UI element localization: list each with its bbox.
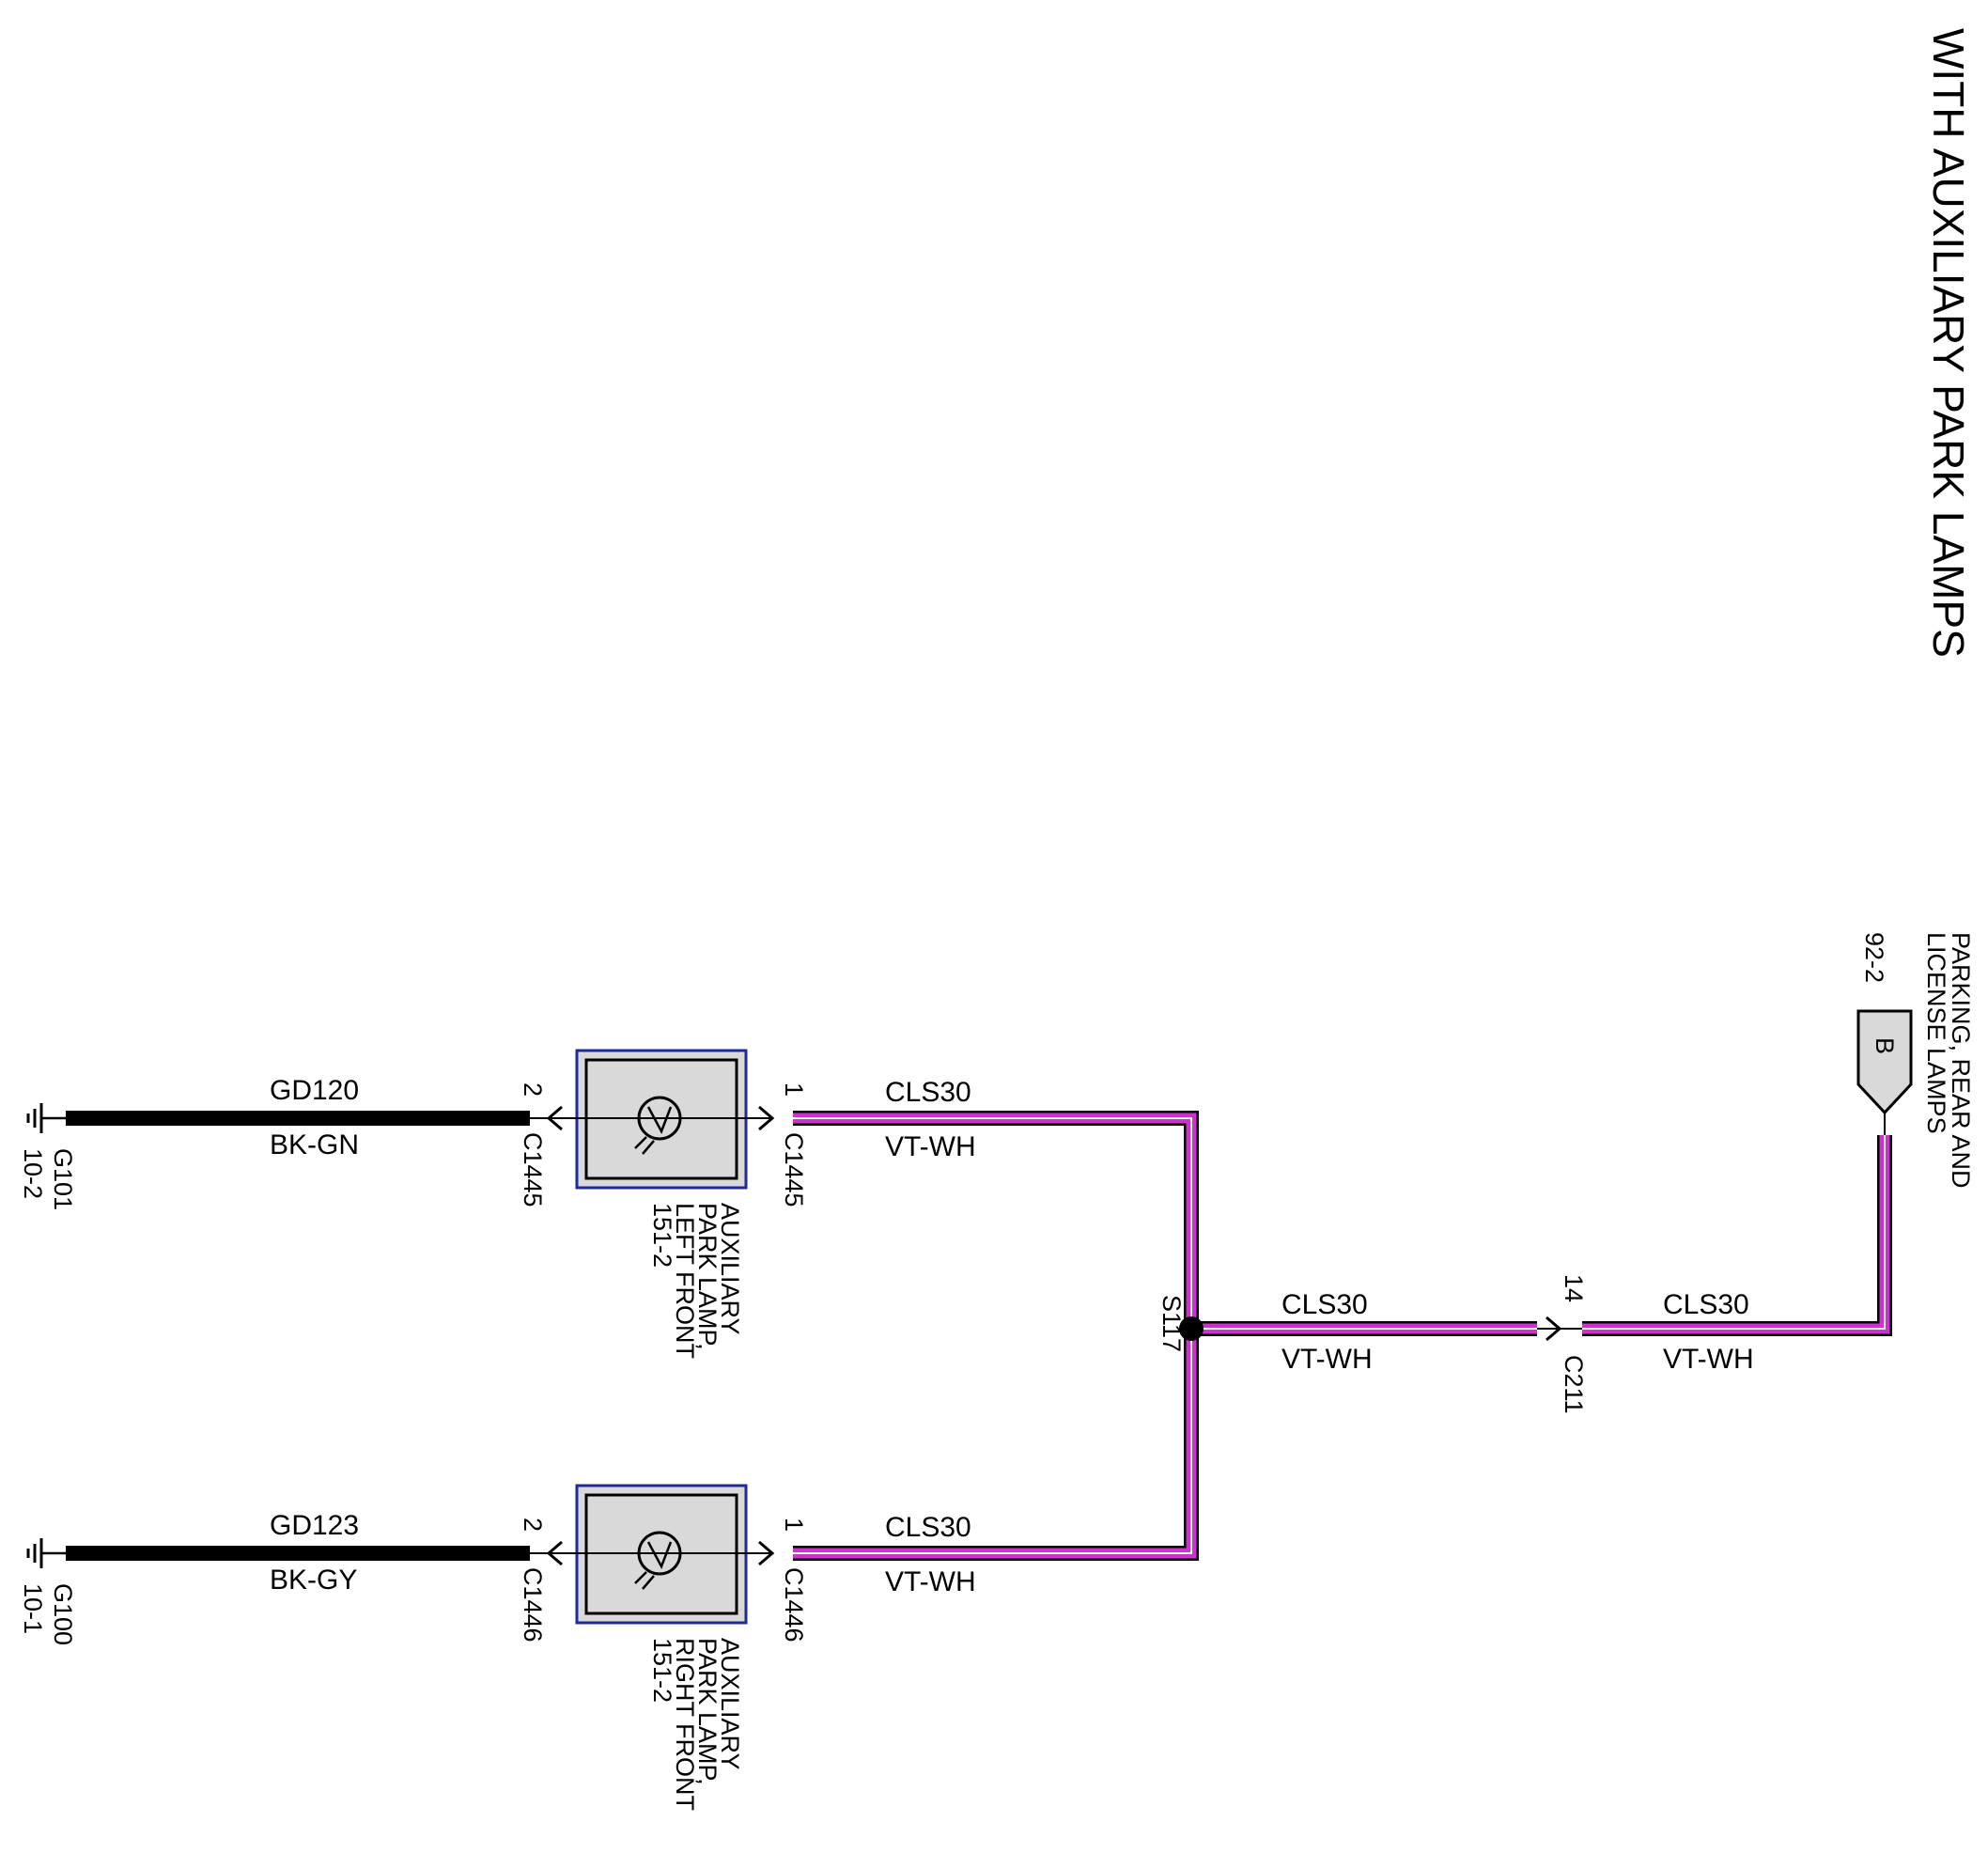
lamp-component <box>530 1484 770 1625</box>
trunk-connector: C211 <box>1560 1355 1588 1414</box>
lamp-pin-feed: 1 <box>780 1082 808 1097</box>
wire-color-label: BK-GN <box>270 1129 359 1160</box>
trunk-right-color: VT-WH <box>1663 1344 1754 1375</box>
wire-circuit-label: GD123 <box>270 1510 359 1541</box>
diagram-title: WITH AUXILIARY PARK LAMPS <box>1924 28 1973 658</box>
feed-wire <box>793 1334 1199 1561</box>
connector-arrow-icon <box>758 1540 775 1566</box>
lamp-bulb-icon <box>634 1531 682 1590</box>
source-tag-letter: B <box>1871 1037 1899 1054</box>
source-label-line-1: PARKING, REAR AND <box>1947 932 1975 1189</box>
ground-symbol-icon <box>26 1103 66 1133</box>
lamp-label-line-4: 151-2 <box>648 1638 676 1703</box>
lamp-label-line-3: LEFT FRONT <box>671 1203 699 1359</box>
lamp-pin-ground: 2 <box>519 1518 547 1532</box>
feed-color-label: VT-WH <box>885 1566 976 1597</box>
lamp-connector-ground: C1445 <box>519 1132 547 1207</box>
trunk-left-color: VT-WH <box>1281 1344 1373 1375</box>
source-label-line-2: LICENSE LAMPS <box>1922 932 1950 1134</box>
wire-color-label: BK-GY <box>270 1565 357 1596</box>
trunk-right-circuit: CLS30 <box>1663 1289 1749 1320</box>
lamp-pin-feed: 1 <box>780 1518 808 1532</box>
source-tag <box>1856 1009 1913 1115</box>
lamp-bulb-icon <box>634 1096 682 1155</box>
lamp-connector-feed: C1445 <box>780 1132 808 1207</box>
lamp-label-line-2: PARK LAMP, <box>693 1203 722 1350</box>
feed-wire <box>793 1111 1199 1323</box>
ground-wire <box>66 1546 530 1561</box>
trunk-connector-pin: 14 <box>1560 1274 1588 1302</box>
splice-node <box>1179 1316 1204 1341</box>
ground-symbol-icon <box>26 1538 66 1568</box>
lamp-label-line-2: PARK LAMP, <box>693 1638 722 1785</box>
lamp-label-line-4: 151-2 <box>648 1203 676 1268</box>
lamp-label-line-3: RIGHT FRONT <box>671 1638 699 1811</box>
lamp-component <box>530 1049 770 1190</box>
splice-name: S117 <box>1157 1295 1186 1352</box>
trunk-left-circuit: CLS30 <box>1281 1289 1368 1320</box>
lamp-pin-ground: 2 <box>519 1082 547 1097</box>
ground-name: G101 <box>49 1148 77 1210</box>
source-ref: 92-2 <box>1860 932 1888 983</box>
ground-name: G100 <box>49 1583 77 1645</box>
wire-circuit-label: GD120 <box>270 1075 359 1106</box>
lamp-label-line-1: AUXILIARY <box>716 1638 744 1770</box>
ground-wire <box>66 1111 530 1126</box>
feed-circuit-label: CLS30 <box>885 1077 971 1108</box>
ground-ref: 10-2 <box>19 1148 47 1199</box>
lamp-label-line-1: AUXILIARY <box>716 1203 744 1335</box>
feed-color-label: VT-WH <box>885 1131 976 1162</box>
lamp-connector-ground: C1446 <box>519 1567 547 1643</box>
connector-arrow-icon <box>1545 1316 1562 1342</box>
lamp-connector-feed: C1446 <box>780 1567 808 1643</box>
connector-arrow-icon <box>758 1105 775 1131</box>
feed-circuit-label: CLS30 <box>885 1512 971 1543</box>
ground-ref: 10-1 <box>19 1583 47 1634</box>
